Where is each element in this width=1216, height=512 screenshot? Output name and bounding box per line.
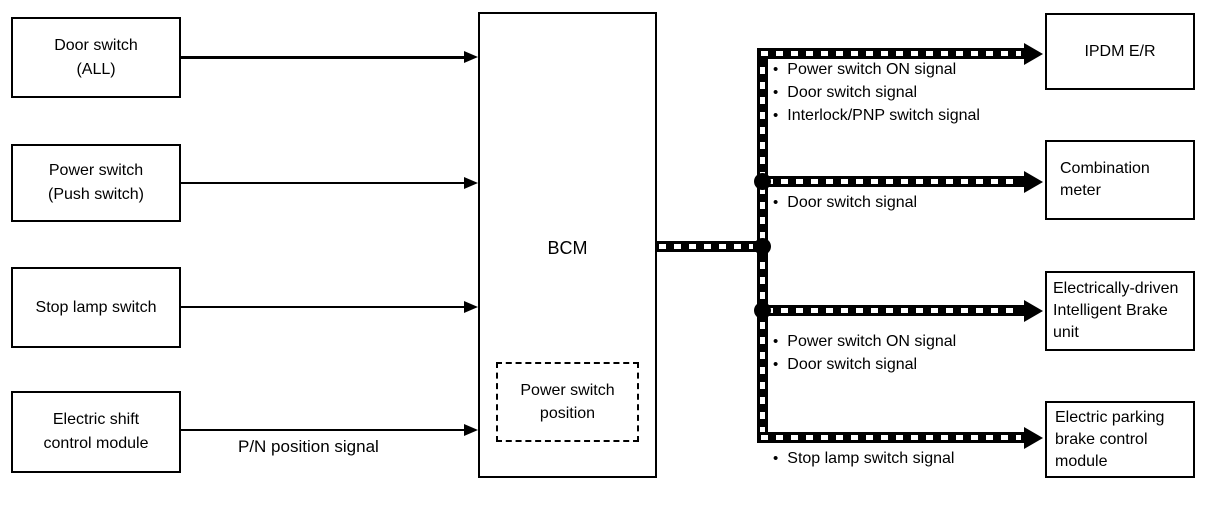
signal-text: Interlock/PNP switch signal (787, 107, 980, 124)
node-label: Electric parking (1055, 408, 1165, 426)
signal-item: • Power switch ON signal (773, 58, 980, 81)
node-label: brake control (1055, 430, 1148, 448)
bus-junction-dot (754, 302, 771, 319)
signal-item: • Power switch ON signal (773, 330, 956, 353)
bullet-icon: • (773, 333, 779, 350)
node-label: Power switch (48, 162, 144, 179)
bcm-label: BCM (547, 238, 588, 258)
node-door-switch: Door switch (ALL) (11, 17, 181, 98)
signal-list-brake-unit: • Power switch ON signal • Door switch s… (773, 330, 956, 376)
node-label: control module (43, 435, 149, 452)
node-label: Intelligent Brake (1053, 302, 1168, 319)
signal-item: • Door switch signal (773, 191, 917, 214)
bullet-icon: • (773, 450, 779, 467)
bus-junction-dot (754, 238, 771, 255)
signal-text: Stop lamp switch signal (787, 450, 955, 467)
pn-position-signal-label: P/N position signal (238, 437, 379, 456)
arrow-line-electric-shift-to-bcm (181, 429, 465, 431)
node-electric-shift-module: Electric shift control module (11, 391, 181, 473)
node-label: unit (1053, 324, 1079, 341)
node-ipdm-er: IPDM E/R (1045, 13, 1195, 90)
bus-arrowhead-icon (1024, 299, 1043, 322)
arrowhead-icon (464, 177, 478, 189)
signal-text: Door switch signal (787, 84, 918, 101)
signal-list-parking-brake: • Stop lamp switch signal (773, 447, 954, 470)
node-power-switch-position: Power switch position (496, 362, 639, 442)
arrow-line-stop-lamp-to-bcm (181, 306, 465, 308)
bus-arrowhead-icon (1024, 170, 1043, 193)
node-label: Combination (1060, 160, 1150, 177)
node-label: meter (1060, 182, 1101, 199)
signal-item: • Door switch signal (773, 353, 956, 376)
node-power-switch: Power switch (Push switch) (11, 144, 181, 222)
can-bus-branch-parking-brake (757, 432, 1025, 443)
signal-text: Power switch ON signal (787, 61, 957, 78)
can-bus-branch-combination-meter (762, 176, 1025, 187)
arrowhead-icon (464, 51, 478, 63)
can-bus-branch-ipdm (757, 48, 1025, 59)
can-bus-branch-brake-unit (762, 305, 1025, 316)
bullet-icon: • (773, 356, 779, 373)
signal-list-ipdm: • Power switch ON signal • Door switch s… (773, 58, 980, 127)
node-label: module (1055, 452, 1108, 470)
node-label: Stop lamp switch (35, 298, 157, 316)
node-label: position (539, 405, 596, 422)
arrow-line-power-switch-to-bcm (181, 182, 465, 184)
signal-item: • Door switch signal (773, 81, 980, 104)
node-label: (ALL) (76, 60, 116, 78)
arrow-line-door-switch-to-bcm (181, 56, 465, 59)
node-stop-lamp-switch: Stop lamp switch (11, 267, 181, 348)
node-electric-parking-brake-module: Electric parking brake control module (1045, 401, 1195, 478)
node-label: (Push switch) (47, 186, 145, 203)
node-intelligent-brake-unit: Electrically-driven Intelligent Brake un… (1045, 271, 1195, 351)
arrowhead-icon (464, 424, 478, 436)
bus-arrowhead-icon (1024, 426, 1043, 449)
node-combination-meter: Combination meter (1045, 140, 1195, 220)
bullet-icon: • (773, 84, 779, 101)
node-label: IPDM E/R (1084, 42, 1156, 60)
signal-text: Door switch signal (787, 194, 918, 211)
bus-arrowhead-icon (1024, 42, 1043, 65)
can-bus-stem (655, 241, 757, 252)
bus-junction-dot (754, 173, 771, 190)
signal-text: Power switch ON signal (787, 333, 957, 350)
node-label: Electrically-driven (1053, 280, 1179, 297)
signal-item: • Stop lamp switch signal (773, 447, 954, 470)
bullet-icon: • (773, 61, 779, 78)
node-label: Door switch (54, 36, 138, 54)
signal-text: Door switch signal (787, 356, 918, 373)
bullet-icon: • (773, 107, 779, 124)
node-label: Power switch (520, 382, 615, 399)
arrowhead-icon (464, 301, 478, 313)
node-label: Electric shift (52, 411, 140, 428)
signal-item: • Interlock/PNP switch signal (773, 104, 980, 127)
bullet-icon: • (773, 194, 779, 211)
signal-list-combination-meter: • Door switch signal (773, 191, 917, 214)
